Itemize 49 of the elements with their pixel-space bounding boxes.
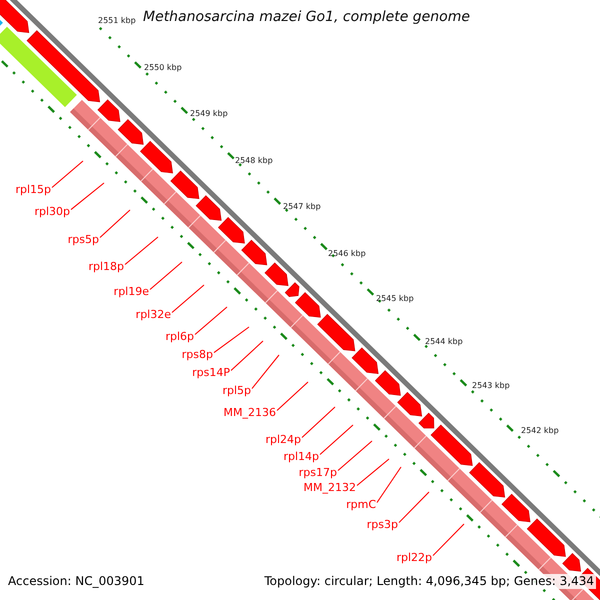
gene-label: rpl32e xyxy=(136,308,171,321)
leader-line xyxy=(230,340,264,372)
accession-text: Accession: NC_003901 xyxy=(6,574,146,589)
leader-line xyxy=(356,458,390,486)
tick-label: 2542 kbp xyxy=(521,426,559,436)
gene-label: rpl5p xyxy=(222,384,251,397)
leader-line xyxy=(252,354,280,390)
gene-label: MM_2136 xyxy=(224,406,276,419)
leader-line xyxy=(150,262,182,290)
tick-label: 2543 kbp xyxy=(472,381,510,391)
gene-label: rpl6p xyxy=(165,330,194,343)
gene-label: rpl14p xyxy=(283,450,319,463)
gene-label: rpl15p xyxy=(15,183,51,196)
leader-line xyxy=(276,382,308,412)
gene-label: MM_2132 xyxy=(304,481,356,494)
gene-label: rps3p xyxy=(366,518,398,531)
gene-label: rpmC xyxy=(346,498,376,511)
tick-label: 2547 kbp xyxy=(283,202,321,212)
tick-label: 2550 kbp xyxy=(144,63,182,73)
tick-label: 2549 kbp xyxy=(190,109,228,119)
gene-label: rps17p xyxy=(298,466,337,479)
leader-line xyxy=(194,306,228,336)
leader-line xyxy=(376,466,402,504)
tick-label: 2544 kbp xyxy=(425,337,463,347)
map-title: Methanosarcina mazei Go1, complete genome xyxy=(143,9,470,26)
genome-stats-text: Topology: circular; Length: 4,096,345 bp; Genes: 3,434 xyxy=(262,574,596,589)
gene-label: rps14P xyxy=(192,366,230,379)
tick-label: 2545 kbp xyxy=(376,294,414,304)
leader-line xyxy=(100,210,130,238)
gene-label: rpl18p xyxy=(88,260,124,273)
gene-label: rpl30p xyxy=(34,205,70,218)
leader-line xyxy=(398,492,430,524)
gene-label: rpl22p xyxy=(396,551,432,564)
leader-line xyxy=(338,440,372,472)
gene-label: rps8p xyxy=(182,348,213,361)
leader-line xyxy=(52,160,84,188)
tick-label: 2551 kbp xyxy=(98,16,136,26)
leader-line xyxy=(70,182,104,210)
gene-label: rpl24p xyxy=(265,433,301,446)
gene-label: rps5p xyxy=(68,233,99,246)
leader-line xyxy=(432,524,464,556)
leader-line xyxy=(172,284,204,314)
leader-line xyxy=(320,424,354,456)
tick-label: 2548 kbp xyxy=(235,156,273,166)
leader-line xyxy=(214,326,250,354)
gene-label: rpl19e xyxy=(114,285,149,298)
leader-line xyxy=(302,406,336,438)
leader-line xyxy=(124,236,158,266)
tick-label: 2546 kbp xyxy=(328,249,366,259)
